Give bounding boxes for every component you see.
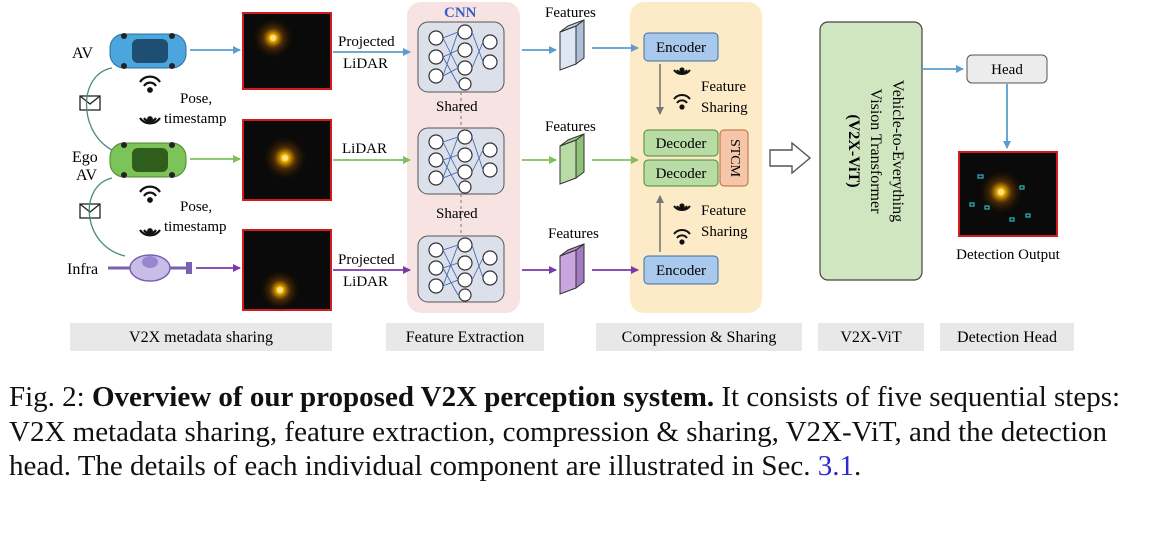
features-label-middle: Features bbox=[545, 119, 596, 135]
encoder-box-top bbox=[643, 32, 719, 62]
lidar-label-bottom-line1: Projected bbox=[338, 252, 395, 268]
stage-label-compression: Compression & Sharing bbox=[622, 329, 777, 346]
wifi-icon-2 bbox=[139, 116, 161, 125]
wifi-icon-compression-bottom-1 bbox=[673, 203, 691, 211]
lidar-frame-infra bbox=[242, 229, 332, 312]
stage-label-bg-extraction bbox=[386, 323, 544, 351]
caption-title: Overview of our proposed V2X perception … bbox=[92, 381, 715, 413]
section-reference-link[interactable]: 3.1 bbox=[817, 450, 855, 482]
arrow-to-vit bbox=[769, 141, 812, 175]
shared-label-2: Shared bbox=[436, 206, 478, 222]
vit-label-line3: (V2X-ViT) bbox=[845, 114, 862, 187]
vit-label-line1: Vehicle-to-Everything bbox=[889, 80, 906, 222]
encoder-label-bottom: Encoder bbox=[656, 263, 706, 279]
wifi-icon-compression-bottom-2 bbox=[673, 229, 691, 245]
feature-sharing-top-line2: Sharing bbox=[701, 100, 748, 116]
detection-output-label: Detection Output bbox=[956, 247, 1061, 263]
decoder-box-2 bbox=[643, 159, 719, 187]
lidar-label-bottom-line2: LiDAR bbox=[343, 274, 388, 290]
decoder-box-1 bbox=[643, 129, 719, 157]
features-label-bottom: Features bbox=[548, 226, 599, 242]
stage-label-extraction: Feature Extraction bbox=[406, 329, 525, 346]
agent-label-ego-line1: Ego bbox=[72, 149, 98, 166]
timestamp-label-2: timestamp bbox=[164, 219, 227, 235]
timestamp-label-1: timestamp bbox=[164, 111, 227, 127]
cnn-block-middle bbox=[417, 127, 505, 195]
encoder-label-top: Encoder bbox=[656, 40, 706, 56]
wifi-icon-3 bbox=[139, 185, 161, 203]
compression-background bbox=[630, 2, 762, 313]
lidar-frame-ego bbox=[242, 119, 332, 201]
vit-label-line2: Vision Transformer bbox=[867, 89, 884, 214]
pose-label-2: Pose, bbox=[180, 199, 212, 215]
stcm-box bbox=[719, 129, 749, 187]
lidar-label-top-line1: Projected bbox=[338, 34, 395, 50]
wifi-icon-compression-top-2 bbox=[673, 94, 691, 110]
feature-sharing-bottom-line1: Feature bbox=[701, 203, 746, 219]
cnn-block-top bbox=[417, 21, 505, 93]
cnn-block-bottom bbox=[417, 235, 505, 303]
stcm-label: STCM bbox=[727, 139, 742, 178]
agent-label-ego-line2: AV bbox=[76, 167, 97, 184]
pose-label-1: Pose, bbox=[180, 91, 212, 107]
stage-label-head: Detection Head bbox=[957, 329, 1057, 346]
features-label-top: Features bbox=[545, 5, 596, 21]
decoder-label-1: Decoder bbox=[656, 136, 707, 152]
decoder-label-2: Decoder bbox=[656, 166, 707, 182]
cnn-title: CNN bbox=[444, 5, 477, 21]
feature-sharing-top-line1: Feature bbox=[701, 79, 746, 95]
head-label: Head bbox=[991, 62, 1023, 78]
wifi-icon-compression-top-1 bbox=[673, 67, 691, 75]
stage-label-bg-compression bbox=[596, 323, 802, 351]
stage-label-bg-metadata bbox=[70, 323, 332, 351]
mail-icon-top bbox=[79, 95, 101, 111]
vit-box bbox=[819, 21, 923, 281]
detection-output-image bbox=[958, 151, 1058, 237]
system-overview-diagram: AV Ego AV Infra Pose, bbox=[67, 2, 1074, 351]
stage-label-bg-head bbox=[940, 323, 1074, 351]
lidar-label-top-line2: LiDAR bbox=[343, 56, 388, 72]
head-box bbox=[966, 54, 1048, 84]
link-av-ego bbox=[85, 67, 113, 151]
infra-sensor-icon bbox=[108, 254, 192, 282]
shared-label-1: Shared bbox=[436, 99, 478, 115]
stage-label-metadata: V2X metadata sharing bbox=[129, 329, 273, 346]
figure-caption: Fig. 2: Overview of our proposed V2X per… bbox=[9, 380, 1149, 484]
feature-tensor-middle bbox=[559, 133, 585, 185]
agent-label-av: AV bbox=[72, 45, 93, 62]
stage-label-vit: V2X-ViT bbox=[840, 329, 901, 346]
lidar-label-middle: LiDAR bbox=[342, 141, 387, 157]
caption-text: It consists of five sequential steps: V2… bbox=[9, 381, 1121, 482]
link-ego-infra bbox=[88, 177, 126, 257]
feature-tensor-top bbox=[559, 19, 585, 71]
wifi-icon-4 bbox=[139, 228, 161, 237]
wifi-icon-1 bbox=[139, 75, 161, 93]
feature-sharing-bottom-line2: Sharing bbox=[701, 224, 748, 240]
feature-tensor-bottom bbox=[559, 243, 585, 295]
av-car-icon bbox=[109, 33, 187, 69]
ego-car-icon bbox=[109, 142, 187, 178]
caption-label: Fig. 2: bbox=[9, 381, 85, 413]
stage-label-bg-vit bbox=[818, 323, 924, 351]
encoder-box-bottom bbox=[643, 255, 719, 285]
caption-end: . bbox=[854, 450, 862, 482]
agent-label-infra: Infra bbox=[67, 261, 98, 278]
lidar-frame-av bbox=[242, 12, 332, 90]
